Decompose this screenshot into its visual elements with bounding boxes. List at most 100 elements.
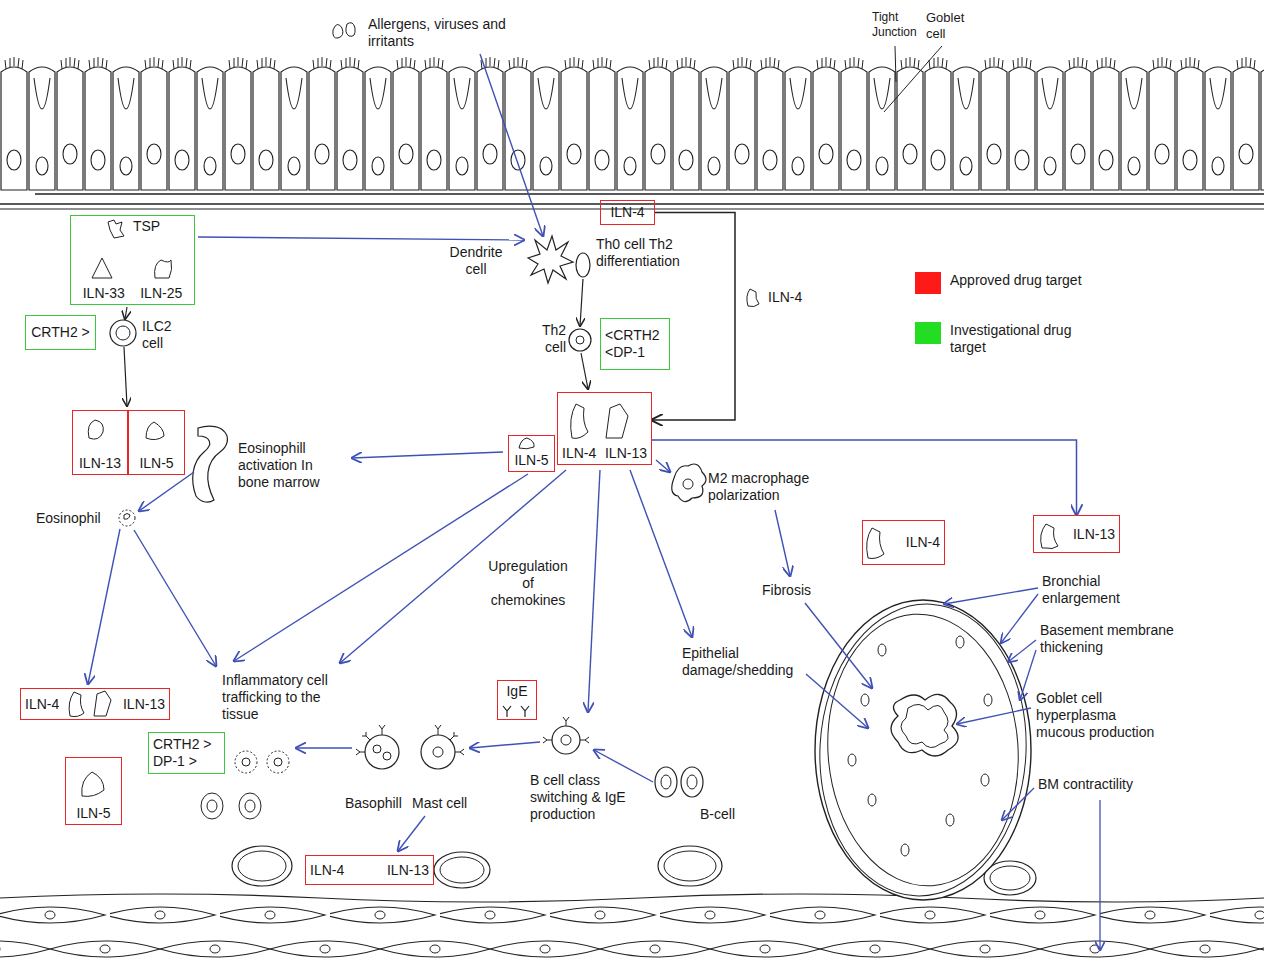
approved-target-box: ILN-5 bbox=[508, 435, 555, 472]
node-text: <DP-1 bbox=[605, 344, 645, 361]
cytokine-symbol bbox=[69, 692, 84, 717]
annotation-label: Basement membrane thickening bbox=[1040, 622, 1225, 656]
node-text: ILN-13 bbox=[605, 445, 647, 462]
node-text: ILN-5 bbox=[514, 452, 548, 469]
annotation-label: Th2 cell bbox=[522, 322, 566, 356]
pathway-arrow bbox=[198, 237, 524, 240]
pathway-arrow bbox=[580, 279, 583, 326]
investigational-target-box: <CRTH2<DP-1 bbox=[600, 318, 670, 370]
pathway-arrow bbox=[806, 674, 868, 728]
pathway-arrow bbox=[470, 742, 540, 748]
approved-target-box: ILN-5 bbox=[128, 410, 185, 475]
node-text: ILN-4 bbox=[562, 445, 596, 462]
nucleus bbox=[245, 800, 255, 812]
pathway-arrow bbox=[124, 347, 127, 406]
annotation-label: ILN-4 bbox=[768, 289, 818, 306]
basophil-cell bbox=[365, 735, 399, 769]
legend-item: Investigational drug target bbox=[915, 322, 1086, 356]
annotation-label: B-cell bbox=[700, 806, 760, 823]
legend-text: Approved drug target bbox=[950, 272, 1086, 289]
annotation-label: Allergens, viruses and irritants bbox=[368, 16, 528, 50]
leader-line bbox=[884, 46, 942, 112]
pathway-arrow bbox=[139, 472, 194, 511]
cytokine-symbol bbox=[88, 420, 103, 439]
bone-marrow-symbol bbox=[193, 426, 228, 502]
inflammatory-cell bbox=[235, 751, 257, 773]
cytokine-symbol bbox=[82, 772, 104, 796]
investigational-target-box: CRTH2 > bbox=[25, 315, 96, 350]
annotation-label: Tight Junction bbox=[872, 10, 928, 40]
connector-arrow bbox=[652, 440, 1077, 515]
allergen-particle bbox=[333, 24, 343, 38]
node-text: ILN-25 bbox=[133, 285, 191, 302]
node-text: ILN-4 bbox=[25, 696, 59, 713]
nucleus bbox=[373, 745, 381, 753]
approved-target-box: ILN-13 bbox=[72, 410, 128, 475]
cytokine-symbol bbox=[519, 438, 534, 449]
annotation-label: BM contractility bbox=[1038, 776, 1188, 793]
ige-antibody bbox=[503, 706, 529, 717]
nucleus bbox=[661, 775, 671, 789]
ige-receptor bbox=[543, 717, 589, 743]
nucleus bbox=[576, 336, 584, 344]
tissue-boundary bbox=[0, 894, 1264, 902]
annotation-label: M2 macrophage polarization bbox=[708, 470, 843, 504]
annotation-label: B cell class switching & IgE production bbox=[530, 772, 628, 823]
annotation-label: Mast cell bbox=[412, 795, 476, 812]
annotation-label: Epithelial damage/shedding bbox=[682, 645, 804, 679]
legend-swatch bbox=[915, 272, 941, 294]
inflammatory-cell bbox=[267, 751, 289, 773]
pathway-arrow bbox=[594, 750, 653, 782]
pathway-arrow bbox=[581, 353, 588, 389]
airway-ring bbox=[819, 608, 1028, 893]
approved-target-box: ILN-4 ILN-13 bbox=[557, 392, 652, 465]
nucleus bbox=[561, 735, 571, 745]
investigational-target-box: CRTH2 >DP-1 > bbox=[148, 732, 225, 774]
leader-line bbox=[895, 46, 896, 82]
nucleus bbox=[683, 479, 693, 489]
ilc2-cell bbox=[110, 320, 136, 346]
legend-text: Investigational drug target bbox=[950, 322, 1086, 356]
goblet-cell bbox=[946, 814, 954, 826]
pathway-arrow bbox=[296, 747, 352, 748]
approved-target-box: ILN-13 bbox=[1033, 515, 1120, 553]
nucleus bbox=[433, 747, 443, 757]
pathway-arrow bbox=[234, 474, 528, 661]
node-text: ILN-4 bbox=[310, 862, 344, 879]
pathway-arrow bbox=[588, 470, 600, 712]
leader-arrow bbox=[1002, 788, 1034, 820]
leader-arrow bbox=[944, 588, 1038, 604]
dendritic-cell bbox=[528, 236, 573, 283]
pathway-arrow bbox=[134, 530, 216, 666]
pathway-arrow bbox=[480, 54, 543, 236]
leader-arrow bbox=[1099, 800, 1100, 950]
legend-swatch bbox=[915, 322, 941, 344]
cytokine-symbol bbox=[94, 691, 111, 716]
leader-arrow bbox=[1020, 650, 1036, 700]
goblet-cell bbox=[848, 754, 856, 766]
nucleus bbox=[383, 752, 391, 760]
th2-cell bbox=[569, 329, 591, 351]
nucleus bbox=[242, 758, 250, 766]
legend-item: Approved drug target bbox=[915, 272, 1086, 294]
cytokine-symbol bbox=[571, 404, 588, 438]
blood-vessel-lumen bbox=[238, 851, 286, 881]
cytokine-symbol bbox=[747, 289, 759, 307]
approved-target-box: ILN-4 bbox=[600, 200, 655, 225]
approved-target-box: ILN-5 bbox=[65, 757, 122, 825]
smooth-muscle-layer bbox=[0, 898, 1264, 966]
pathway-arrow bbox=[398, 816, 425, 851]
blood-vessel bbox=[434, 852, 490, 888]
eosinophil-cell bbox=[119, 510, 135, 526]
airway-ring bbox=[813, 599, 1034, 901]
cytokine-symbol bbox=[92, 258, 112, 278]
allergen-particle bbox=[346, 23, 355, 37]
annotation-label: Eosinophil bbox=[36, 510, 116, 527]
approved-target-box: ILN-4ILN-13 bbox=[305, 855, 434, 885]
pathway-arrow bbox=[775, 510, 790, 576]
leader-arrow bbox=[1008, 640, 1036, 662]
node-text: ILN-4 bbox=[906, 534, 940, 551]
